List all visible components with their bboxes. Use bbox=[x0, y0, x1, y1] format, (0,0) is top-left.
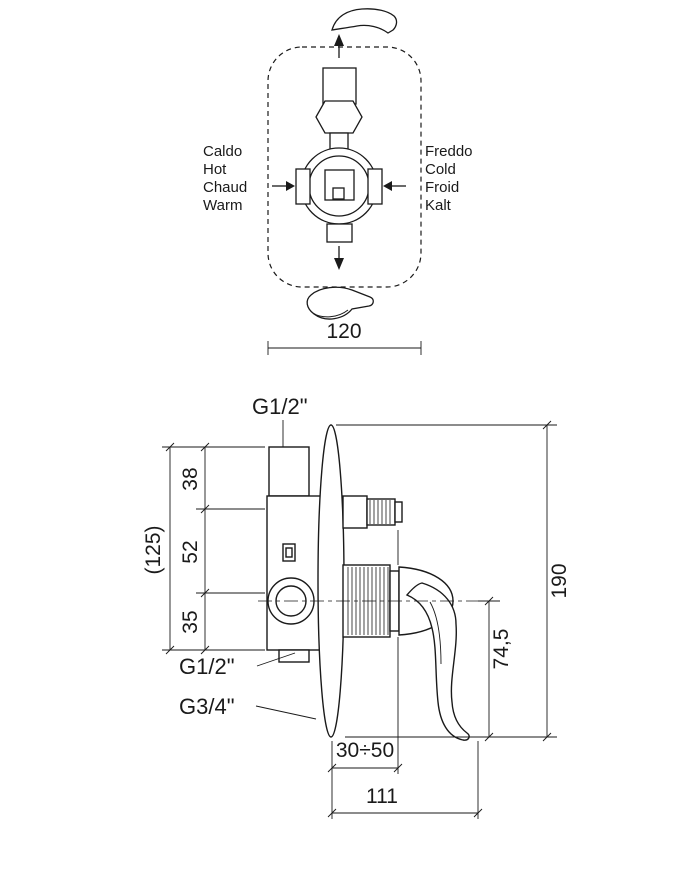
body-detail-inner bbox=[285, 547, 293, 558]
dim-190-text: 190 bbox=[548, 563, 571, 598]
flow-schematic: Caldo Hot Chaud Warm Freddo Cold Froid K… bbox=[203, 8, 473, 355]
dimension-width-120: 120 bbox=[267, 320, 422, 355]
cold-inlet-arrow-icon bbox=[383, 181, 406, 191]
hot-label-it: Caldo bbox=[203, 143, 242, 160]
handshower-icon bbox=[306, 286, 374, 320]
thread-bottom-1-label: G1/2" bbox=[179, 654, 235, 679]
dim-38-text: 38 bbox=[179, 467, 202, 490]
cold-label-it: Freddo bbox=[425, 143, 473, 160]
lever-handle bbox=[405, 582, 470, 741]
valve-hex-nut bbox=[315, 100, 363, 134]
valve-neck bbox=[329, 132, 349, 150]
bottom-outlet-stub bbox=[278, 649, 310, 663]
hot-label-fr: Chaud bbox=[203, 179, 247, 196]
valve-body-section bbox=[266, 446, 322, 663]
hot-water-labels: Caldo Hot Chaud Warm bbox=[203, 143, 247, 214]
dim-125-text: (125) bbox=[142, 525, 165, 574]
top-threaded-pipe bbox=[342, 495, 403, 529]
thread-top-label: G1/2" bbox=[252, 394, 308, 419]
cold-label-en: Cold bbox=[425, 161, 456, 178]
mixer-valve-symbol bbox=[295, 67, 383, 243]
cold-label-de: Kalt bbox=[425, 197, 452, 214]
dim-52-text: 52 bbox=[179, 540, 202, 563]
up-arrow-icon bbox=[334, 34, 344, 58]
tub-spout-icon bbox=[331, 8, 398, 34]
dimension-texts: 38 52 35 (125) 190 74,5 G1/2" G3/4" 30÷5… bbox=[142, 467, 571, 808]
valve-right-port bbox=[367, 168, 383, 205]
thread-bottom-1-leader bbox=[256, 652, 296, 667]
valve-left-port bbox=[295, 168, 311, 205]
escutcheon-plate bbox=[317, 424, 345, 738]
valve-top-body bbox=[322, 67, 357, 105]
thread-bottom-2-label: G3/4" bbox=[179, 694, 235, 719]
valve-cartridge-small-square bbox=[332, 187, 345, 200]
dim-35-text: 35 bbox=[179, 610, 202, 633]
hot-inlet-arrow-icon bbox=[272, 181, 295, 191]
dimension-lines bbox=[162, 420, 557, 819]
dim-74-5-text: 74,5 bbox=[490, 629, 513, 670]
hot-label-de: Warm bbox=[203, 197, 242, 214]
cold-water-labels: Freddo Cold Froid Kalt bbox=[425, 143, 473, 214]
section-drawing: G1/2" bbox=[142, 394, 571, 819]
dim-30-50-text: 30÷50 bbox=[336, 739, 394, 762]
dim-120-text: 120 bbox=[326, 320, 361, 343]
dim-111-text: 111 bbox=[366, 785, 398, 808]
inlet-pipe bbox=[268, 446, 310, 497]
lever-handle-detail bbox=[429, 601, 442, 665]
cold-label-fr: Froid bbox=[425, 179, 459, 196]
wall-box-outline bbox=[267, 46, 422, 288]
main-body bbox=[266, 495, 322, 651]
valve-bottom-port bbox=[326, 223, 353, 243]
hot-label-en: Hot bbox=[203, 161, 227, 178]
thread-bottom-2-leader bbox=[255, 705, 317, 720]
down-arrow-icon bbox=[334, 246, 344, 270]
